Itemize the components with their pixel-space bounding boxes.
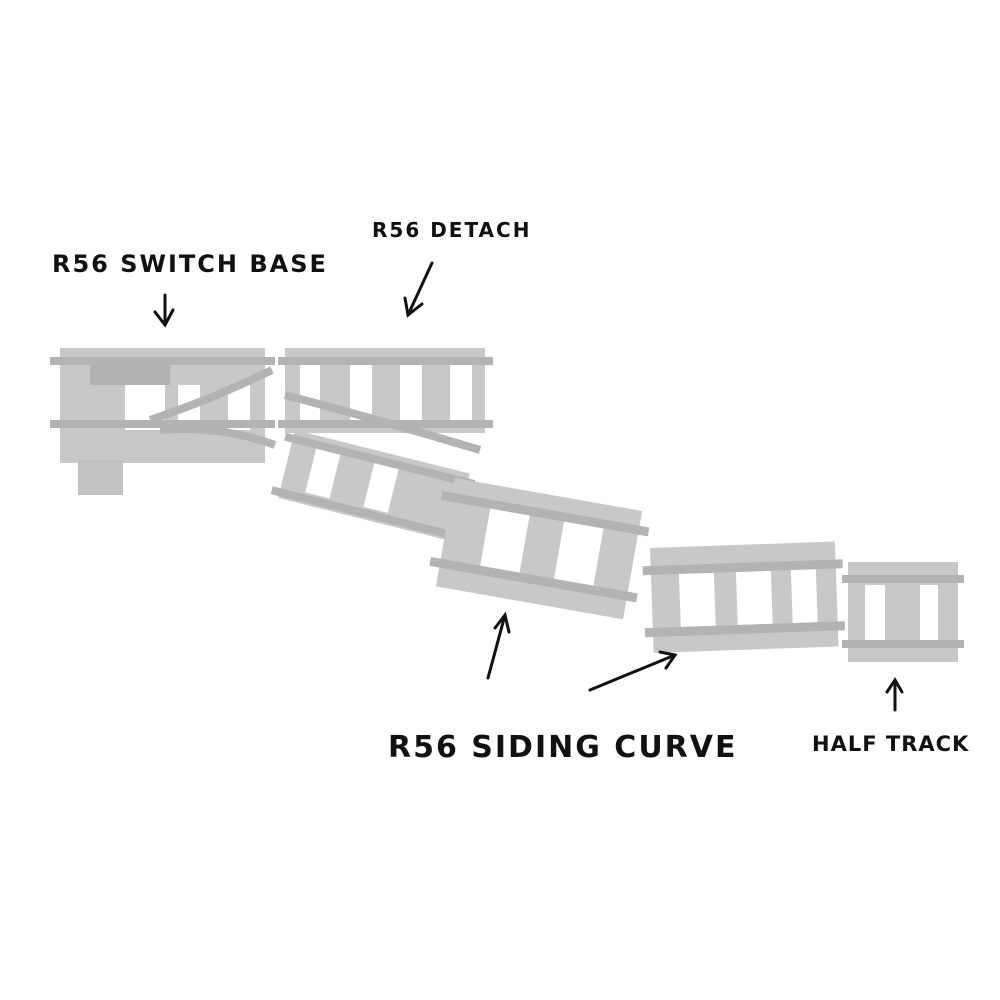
label-half-track: HALF TRACK: [812, 732, 970, 756]
arrow-half-track: [885, 677, 904, 712]
annotation-arrows: [153, 261, 904, 712]
siding-curve-track-1: [429, 478, 650, 620]
siding-curve-track-2: [642, 541, 845, 653]
arrow-siding-curve-1: [486, 611, 511, 680]
arrow-siding-curve-2: [588, 650, 678, 692]
label-switch-base: R56 SWITCH BASE: [52, 250, 328, 278]
switch-base-track: [50, 348, 277, 495]
label-detach: R56 DETACH: [372, 218, 532, 242]
arrow-switch-base: [153, 293, 175, 328]
half-track: [842, 562, 964, 662]
detach-track: [270, 348, 493, 542]
label-siding-curve: R56 SIDING CURVE: [388, 730, 738, 765]
arrow-detach: [403, 261, 434, 318]
